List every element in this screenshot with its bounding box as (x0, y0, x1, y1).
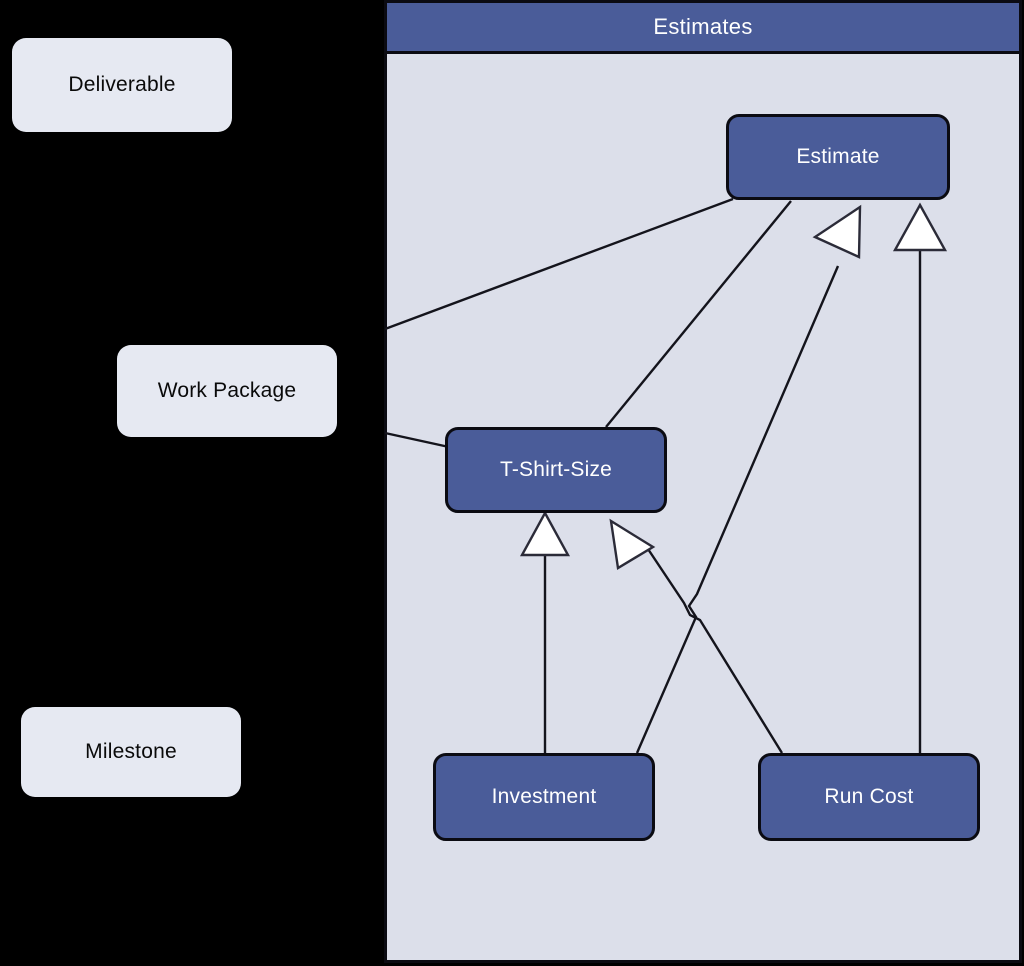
node-investment-label: Investment (491, 785, 597, 808)
estimates-group-header: Estimates (384, 0, 1022, 54)
sidebar-item-work-package-label: Work Package (157, 379, 297, 402)
sidebar-item-deliverable-label: Deliverable (68, 73, 176, 96)
node-estimate[interactable]: Estimate (726, 114, 950, 200)
node-estimate-label: Estimate (796, 145, 880, 168)
node-tshirt-size[interactable]: T-Shirt-Size (445, 427, 667, 513)
node-run-cost-label: Run Cost (824, 785, 914, 808)
sidebar-item-milestone[interactable]: Milestone (21, 707, 241, 797)
group-header-label: Estimates (653, 14, 753, 39)
node-investment[interactable]: Investment (433, 753, 655, 841)
node-tshirt-size-label: T-Shirt-Size (499, 458, 613, 481)
sidebar-item-deliverable[interactable]: Deliverable (12, 38, 232, 132)
sidebar-item-milestone-label: Milestone (85, 740, 177, 763)
node-run-cost[interactable]: Run Cost (758, 753, 980, 841)
sidebar-item-work-package[interactable]: Work Package (117, 345, 337, 437)
